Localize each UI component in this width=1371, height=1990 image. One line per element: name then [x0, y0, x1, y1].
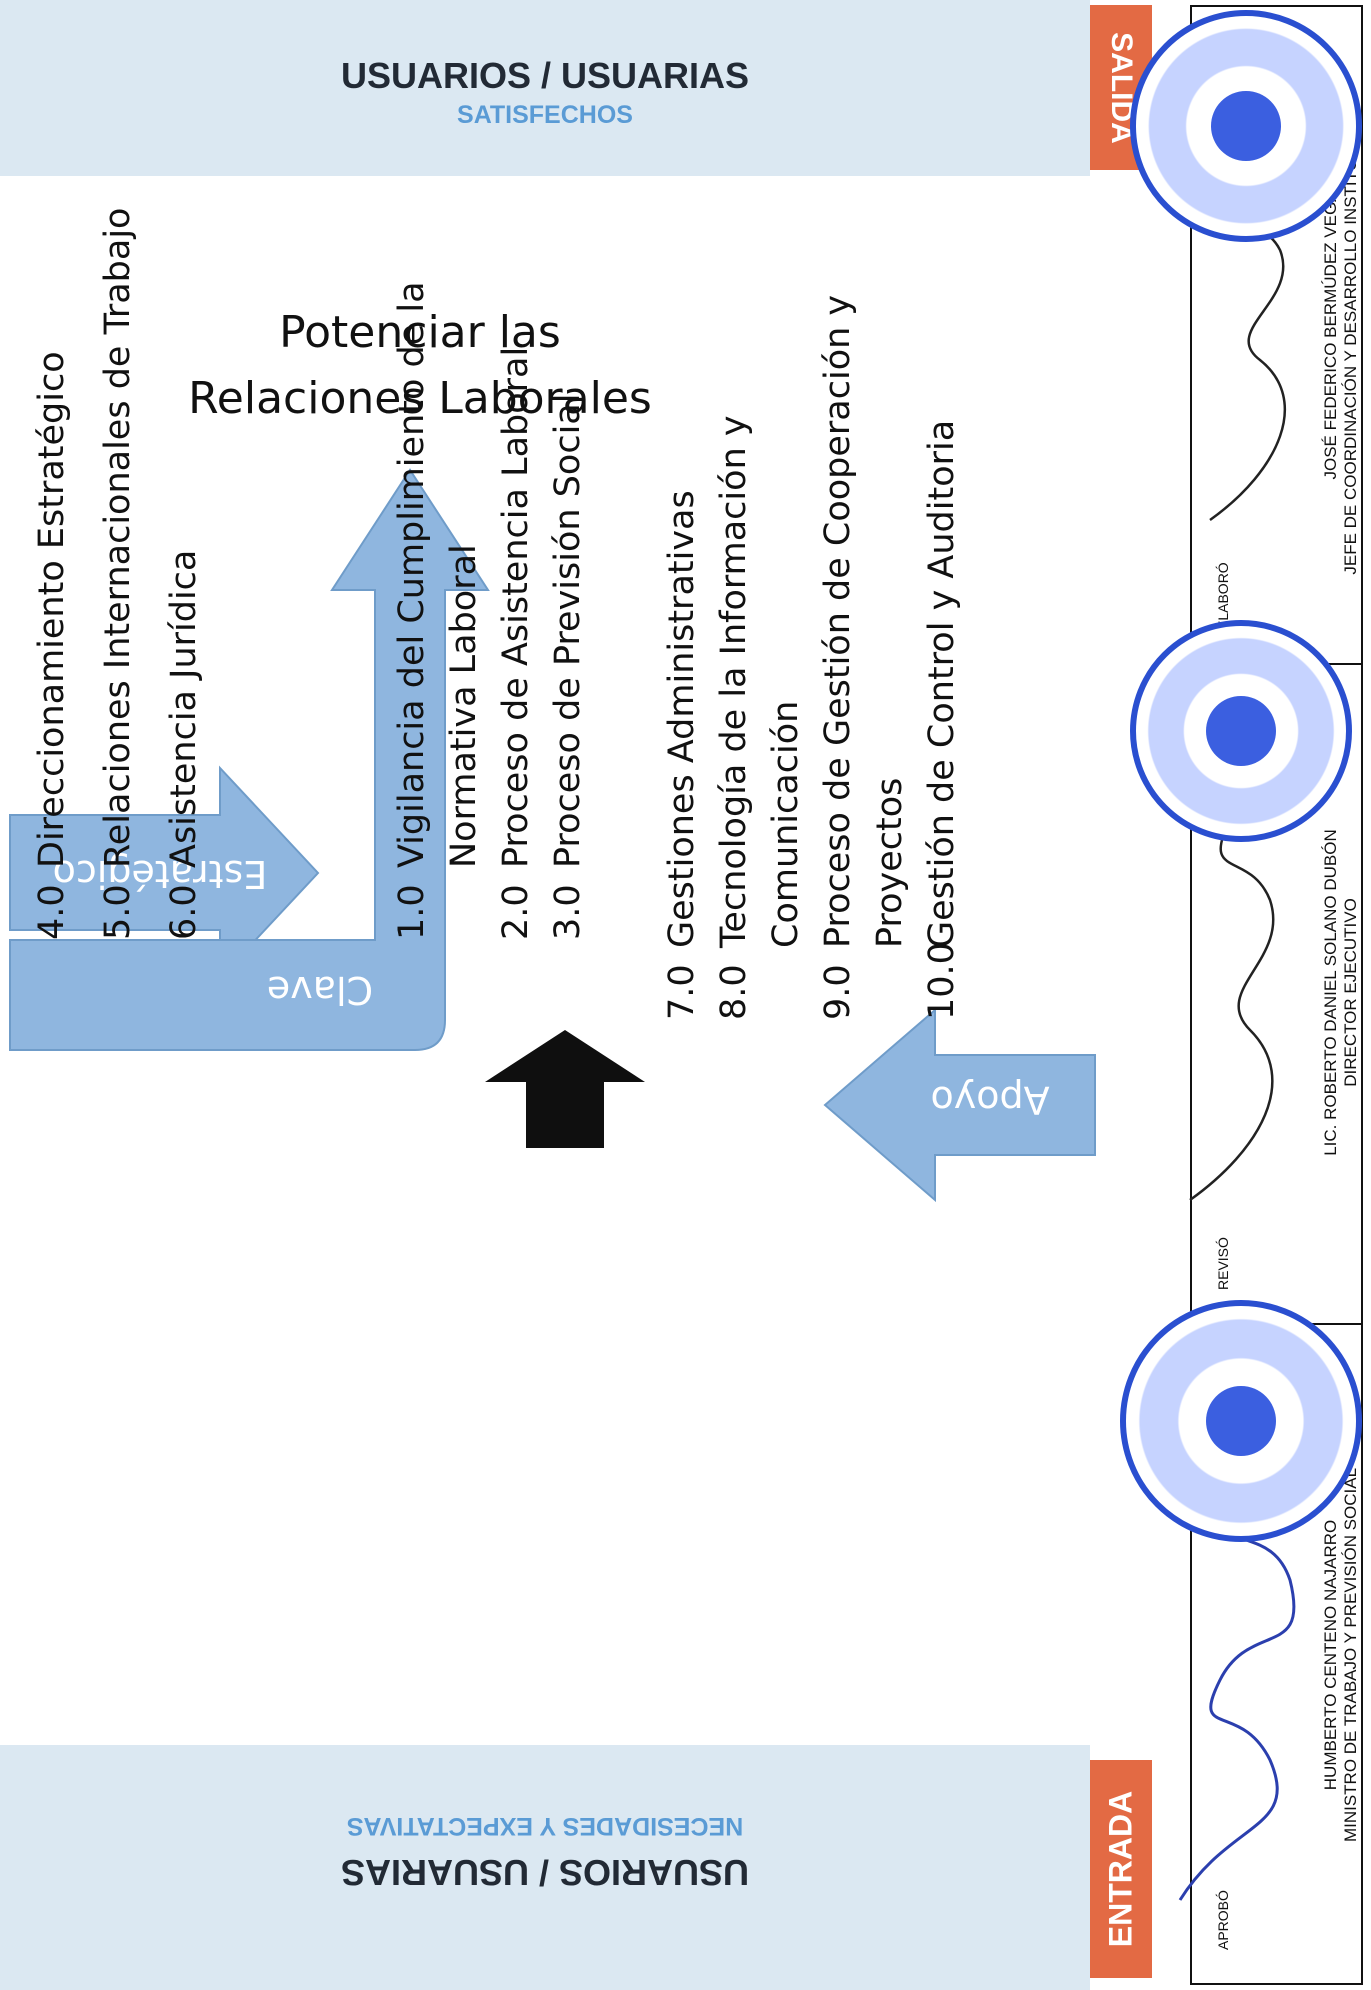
official-seal: [1130, 620, 1352, 842]
clave-label: Clave: [266, 968, 374, 1012]
handwritten-signatures: [1178, 189, 1296, 1901]
goal-text: Potenciar las Relaciones Laborales: [170, 300, 670, 432]
official-seal: [1120, 1300, 1362, 1542]
process-item: 6.0Asistencia Jurídica: [164, 549, 204, 940]
input-arrow: [485, 1030, 645, 1148]
salida-panel: USUARIOS / USUARIAS SATISFECHOS: [0, 0, 1090, 176]
signature-box: [1190, 5, 1363, 1985]
process-item: 4.0Direccionamiento Estratégico: [32, 351, 72, 940]
signature-stroke-aprobo: [1178, 1499, 1296, 1901]
goal-line-1: Potenciar las: [279, 307, 561, 358]
entrada-tab: ENTRADA: [1090, 1760, 1152, 1978]
apoyo-arrow: [823, 1007, 1096, 1203]
process-item-continuation: Comunicación: [766, 700, 806, 948]
strategic-process-list: 4.0Direccionamiento Estratégico 5.0Relac…: [20, 180, 250, 940]
process-item-continuation: Proyectos: [870, 777, 910, 948]
process-item: 5.0Relaciones Internacionales de Trabajo: [98, 207, 138, 940]
clave-arrow: [9, 468, 490, 1051]
signature-stroke-reviso: [1189, 819, 1275, 1202]
salida-title: USUARIOS / USUARIAS: [340, 55, 750, 96]
apoyo-label: Apoyo: [930, 1078, 1050, 1122]
process-item: 2.0Proceso de Asistencia Laboral: [496, 346, 536, 940]
process-item-continuation: Normativa Laboral: [444, 544, 484, 868]
goal-line-2: Relaciones Laborales: [188, 373, 652, 424]
key-process-list: 1.0Vigilancia del Cumplimiento de la Nor…: [380, 281, 610, 940]
salida-subtitle: SATISFECHOS: [457, 101, 633, 129]
process-item: 9.0Proceso de Gestión de Cooperación y: [818, 294, 858, 1020]
process-item: 8.0Tecnología de la Información y: [714, 415, 754, 1020]
process-item: 10.0Gestión de Control y Auditoria: [922, 419, 962, 1020]
official-seal: [1130, 10, 1362, 242]
support-process-list: 7.0Gestiones Administrativas 8.0Tecnolog…: [650, 294, 970, 1020]
entrada-panel: USUARIOS / USUARIAS NECESIDADES Y EXPECT…: [0, 1745, 1090, 1990]
process-item: 7.0Gestiones Administrativas: [662, 490, 702, 1020]
process-item: 1.0Vigilancia del Cumplimiento de la: [392, 281, 432, 940]
process-item: 3.0Proceso de Previsión Social: [548, 393, 588, 940]
estrategico-arrow: [9, 765, 320, 981]
